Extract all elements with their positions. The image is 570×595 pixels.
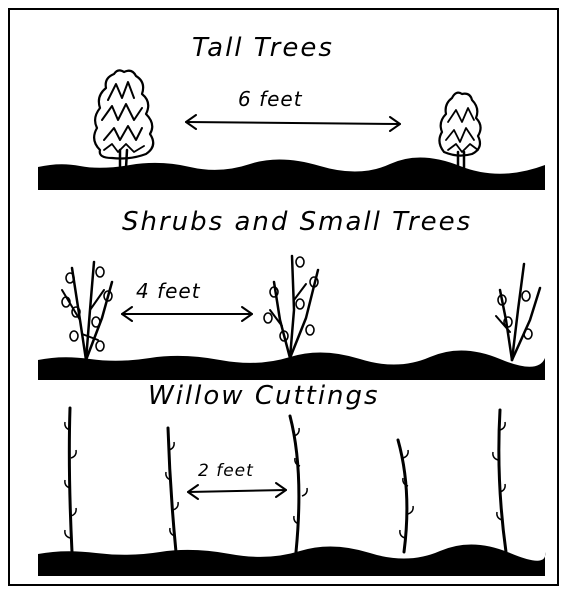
shrub-left [62,262,112,360]
section-title-shrubs: Shrubs and Small Trees [122,207,472,237]
ground-strip-tall-trees [38,157,545,190]
spacing-label-6ft: 6 feet [238,87,303,111]
shrub-right [496,264,540,360]
willow-cutting-4 [398,440,413,552]
willow-cutting-3 [290,416,307,552]
spacing-label-4ft: 4 feet [136,279,201,303]
spacing-arrow-6ft [186,115,400,131]
willow-cutting-5 [493,410,506,552]
shrub-middle [264,256,318,358]
spacing-arrow-2ft [188,483,286,499]
spacing-label-2ft: 2 feet [198,461,254,481]
section-title-willow: Willow Cuttings [148,381,380,411]
tall-tree-left [94,70,153,168]
willow-cutting-1 [65,408,76,552]
section-title-tall-trees: Tall Trees [192,33,334,63]
tall-tree-right [439,93,480,168]
ground-strip-willow [38,544,545,576]
spacing-arrow-4ft [122,307,252,321]
willow-cutting-2 [166,428,178,552]
